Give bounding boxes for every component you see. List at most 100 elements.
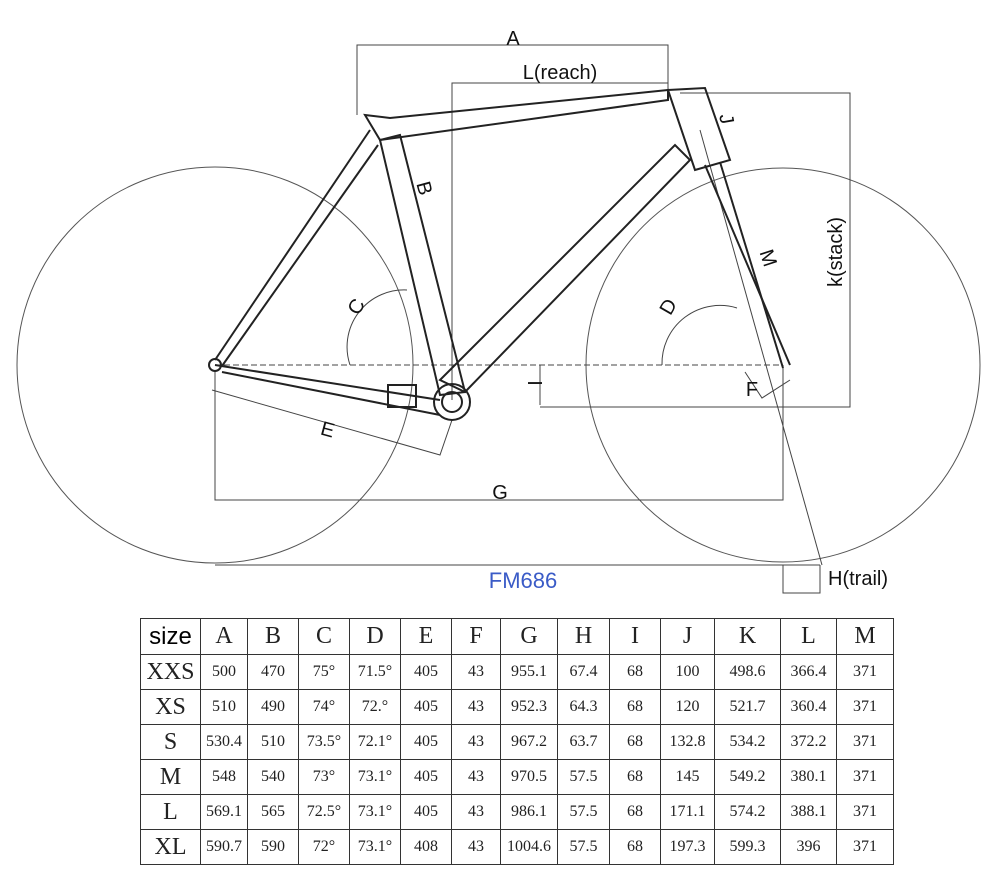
table-cell: 64.3 [557, 689, 610, 725]
table-cell: 67.4 [557, 654, 610, 690]
table-cell: 380.1 [780, 759, 837, 795]
size-cell: XL [140, 829, 201, 865]
table-cell: 57.5 [557, 794, 610, 830]
label-c: C [344, 295, 370, 319]
table-cell: 145 [660, 759, 715, 795]
table-cell: 120 [660, 689, 715, 725]
table-cell: 43 [451, 794, 501, 830]
table-cell: 57.5 [557, 829, 610, 865]
table-cell: 405 [400, 689, 452, 725]
label-d: D [656, 295, 682, 319]
table-cell: 405 [400, 724, 452, 760]
table-cell: 43 [451, 759, 501, 795]
table-cell: 408 [400, 829, 452, 865]
table-cell: 371 [836, 829, 894, 865]
table-cell: 73° [298, 759, 350, 795]
table-cell: 68 [609, 794, 661, 830]
table-cell: 1004.6 [500, 829, 558, 865]
table-cell: 72.5° [298, 794, 350, 830]
table-cell: 534.2 [714, 724, 781, 760]
label-stack: k(stack) [825, 217, 847, 287]
label-reach: L(reach) [523, 62, 597, 84]
size-cell: XS [140, 689, 201, 725]
column-header: E [400, 618, 452, 655]
size-cell: XXS [140, 654, 201, 690]
table-cell: 590 [247, 829, 299, 865]
table-cell: 68 [609, 689, 661, 725]
column-header: H [557, 618, 610, 655]
table-cell: 565 [247, 794, 299, 830]
table-cell: 171.1 [660, 794, 715, 830]
table-cell: 100 [660, 654, 715, 690]
label-m: M [755, 247, 781, 270]
table-cell: 73.1° [349, 794, 401, 830]
column-header: K [714, 618, 781, 655]
table-cell: 71.5° [349, 654, 401, 690]
label-g: G [492, 482, 508, 504]
dimension-lines [211, 44, 851, 594]
table-cell: 43 [451, 829, 501, 865]
table-cell: 599.3 [714, 829, 781, 865]
table-cell: 970.5 [500, 759, 558, 795]
table-cell: 574.2 [714, 794, 781, 830]
table-cell: 68 [609, 759, 661, 795]
table-cell: 405 [400, 794, 452, 830]
label-b: B [411, 179, 436, 198]
table-cell: 510 [200, 689, 248, 725]
table-cell: 510 [247, 724, 299, 760]
column-header: I [609, 618, 661, 655]
table-cell: 371 [836, 759, 894, 795]
table-cell: 396 [780, 829, 837, 865]
label-e: E [318, 418, 337, 443]
bike-frame [208, 86, 791, 421]
table-cell: 498.6 [714, 654, 781, 690]
table-cell: 967.2 [500, 724, 558, 760]
table-cell: 569.1 [200, 794, 248, 830]
column-header: size [140, 618, 201, 655]
table-cell: 43 [451, 724, 501, 760]
table-cell: 548 [200, 759, 248, 795]
table-cell: 371 [836, 689, 894, 725]
column-header: A [200, 618, 248, 655]
table-cell: 73.1° [349, 829, 401, 865]
column-header: F [451, 618, 501, 655]
table-cell: 549.2 [714, 759, 781, 795]
size-cell: S [140, 724, 201, 760]
size-cell: L [140, 794, 201, 830]
model-name: FM686 [489, 568, 557, 593]
table-cell: 521.7 [714, 689, 781, 725]
column-header: L [780, 618, 837, 655]
table-cell: 75° [298, 654, 350, 690]
size-cell: M [140, 759, 201, 795]
table-cell: 74° [298, 689, 350, 725]
table-cell: 73.5° [298, 724, 350, 760]
label-j: J [714, 112, 737, 126]
table-cell: 405 [400, 654, 452, 690]
table-cell: 952.3 [500, 689, 558, 725]
table-cell: 371 [836, 654, 894, 690]
label-a: A [506, 28, 520, 50]
table-cell: 57.5 [557, 759, 610, 795]
table-cell: 366.4 [780, 654, 837, 690]
table-cell: 530.4 [200, 724, 248, 760]
table-cell: 72.° [349, 689, 401, 725]
table-cell: 197.3 [660, 829, 715, 865]
label-i: I [523, 380, 545, 386]
table-cell: 372.2 [780, 724, 837, 760]
table-cell: 490 [247, 689, 299, 725]
table-cell: 540 [247, 759, 299, 795]
frame-geometry-diagram: A L(reach) k(stack) B C D E F G H(trail)… [16, 28, 981, 594]
column-header: J [660, 618, 715, 655]
table-cell: 132.8 [660, 724, 715, 760]
label-f: F [746, 379, 758, 401]
table-cell: 68 [609, 724, 661, 760]
column-header: B [247, 618, 299, 655]
table-cell: 371 [836, 724, 894, 760]
table-cell: 43 [451, 689, 501, 725]
